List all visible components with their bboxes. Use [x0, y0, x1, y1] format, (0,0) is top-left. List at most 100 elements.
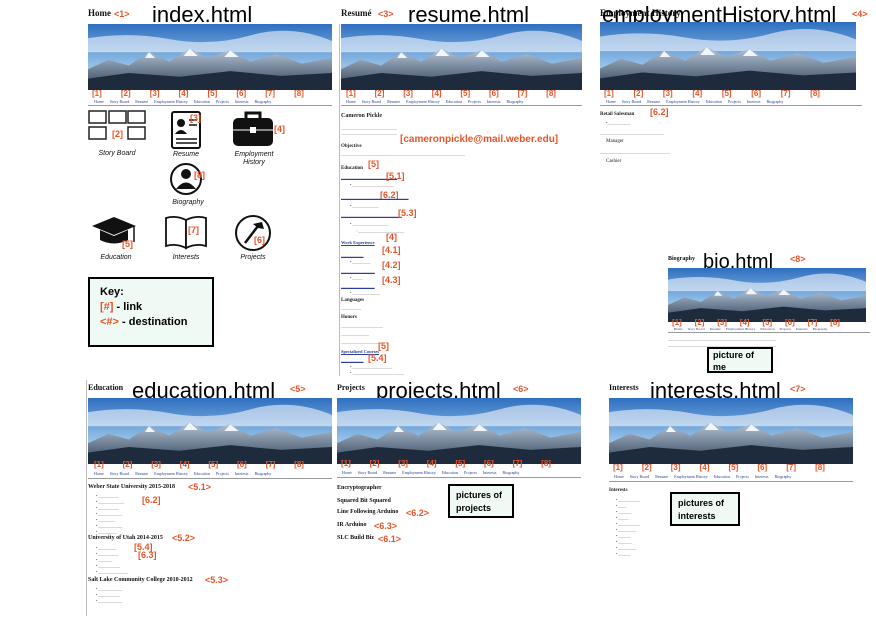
- briefcase-icon[interactable]: [232, 110, 274, 148]
- employment-filename: employmentHistory.html: [602, 2, 837, 27]
- projects-link-tag: [6]: [254, 235, 265, 245]
- interests-section-heading: Interests: [609, 488, 628, 493]
- key-dest-symbol: <#>: [100, 315, 119, 328]
- resume-page-heading: Resumé: [341, 8, 372, 18]
- resume-tag-4-2: [4.2]: [382, 260, 401, 270]
- resume-specialized-heading[interactable]: Specialized Courses: [341, 349, 380, 354]
- resume-tag-5b: [5]: [378, 341, 389, 351]
- storyboard-link-tag: [2]: [112, 129, 123, 139]
- storyboard-icon[interactable]: [88, 110, 146, 146]
- projects-tag-6-1: <6.1>: [378, 534, 402, 544]
- projects-nav-numbers: [1][2][3][4][5][6][7][8]: [341, 459, 551, 468]
- bio-nav-numbers: [1][2][3][4][5][6][7][8]: [672, 318, 840, 327]
- key-title: Key:: [100, 286, 124, 298]
- key-link-symbol: [#]: [100, 300, 114, 313]
- education-tag-5-2: <5.2>: [172, 533, 196, 543]
- storyboard-caption: Story Board: [98, 150, 136, 157]
- key-link-text: - link: [113, 300, 143, 313]
- projects-tag-6-2: <6.2>: [406, 508, 430, 518]
- education-school-3: Salt Lake Community College 2010-2012: [88, 577, 193, 583]
- biography-caption: Biography: [172, 199, 204, 206]
- resume-education-heading: Education: [341, 166, 363, 171]
- resume-dest-tag: <3>: [378, 9, 394, 19]
- employment-banner-image: [600, 22, 856, 90]
- education-banner-image: [88, 398, 332, 464]
- education-school-2: University of Utah 2014-2015: [88, 535, 163, 541]
- resume-tag-6-2: [6.2]: [380, 190, 399, 200]
- resume-person-name: Cameron Pickle: [341, 113, 383, 119]
- education-page-heading: Education: [88, 383, 124, 392]
- employment-tag-6-2: [6.2]: [650, 107, 669, 117]
- project-item-2: Squared Bit Squared: [337, 498, 391, 504]
- bio-filename: bio.html: [703, 251, 774, 273]
- projects-filename: projects.html: [376, 378, 501, 403]
- education-tag-5-1: <5.1>: [188, 482, 212, 492]
- education-caption: Education: [100, 254, 132, 261]
- index-dest-tag: <1>: [114, 9, 130, 19]
- index-nav-numbers: [1][2][3][4][5][6][7][8]: [92, 89, 304, 98]
- interests-banner-image: [609, 398, 853, 464]
- interests-caption: Interests: [172, 254, 200, 261]
- education-nav-numbers: [1][2][3][4][5][6][7][8]: [94, 460, 304, 469]
- education-link-tag: [5]: [122, 239, 133, 249]
- projects-tag-6-3: <6.3>: [374, 521, 398, 531]
- biography-icon[interactable]: [170, 162, 202, 196]
- bio-dest-tag: <8>: [790, 254, 806, 264]
- interests-dest-tag: <7>: [790, 384, 806, 394]
- resume-filename: resume.html: [408, 2, 530, 27]
- employment-dest-tag: <4>: [852, 9, 868, 19]
- employment-nav-numbers: [1][2][3][4][5][6][7][8]: [604, 89, 820, 98]
- project-item-5: SLC Build Biz: [337, 535, 375, 541]
- resume-caption: Resume: [172, 151, 200, 158]
- resume-icon[interactable]: [170, 110, 202, 150]
- resume-tag-4-3: [4.3]: [382, 275, 401, 285]
- employment-link-tag: [4]: [274, 124, 285, 134]
- bio-page-heading: Biography: [668, 256, 696, 262]
- employment-row-1: Retail Salesman: [600, 112, 635, 117]
- education-tag-5-4: [5.4]: [134, 542, 153, 552]
- biography-link-tag: [8]: [194, 170, 205, 180]
- project-item-4: IR Arduino: [337, 522, 367, 528]
- projects-banner-image: [337, 398, 581, 464]
- resume-objective-heading: Objective: [341, 144, 362, 149]
- resume-work-heading[interactable]: Work Experience: [341, 240, 375, 245]
- education-tag-6-2: [6.2]: [142, 495, 161, 505]
- resume-tag-5-4: [5.4]: [368, 353, 387, 363]
- resume-link-tag: [3]: [190, 113, 201, 123]
- employment-page-heading: Employment History: [600, 8, 681, 18]
- employment-row-3: Cashier: [606, 159, 622, 164]
- interests-filename: interests.html: [650, 378, 781, 403]
- book-icon[interactable]: [164, 214, 208, 250]
- education-dest-tag: <5>: [290, 384, 306, 394]
- graduation-cap-icon[interactable]: [90, 214, 138, 250]
- resume-honors-heading: Honors: [341, 315, 357, 320]
- resume-tag-4-1: [4.1]: [382, 245, 401, 255]
- project-item-1: Encryptographer: [337, 485, 382, 491]
- project-item-3: Line Following Arduino: [337, 509, 399, 515]
- resume-tag-5-3: [5.3]: [398, 208, 417, 218]
- education-tag-6-3: [6.3]: [138, 550, 157, 560]
- interests-page-heading: Interests: [609, 383, 639, 392]
- key-dest-text: - destination: [118, 315, 188, 328]
- employment-row-2: Manager: [606, 139, 624, 144]
- interests-nav-numbers: [1][2][3][4][5][6][7][8]: [613, 463, 825, 472]
- resume-email-link-tag: [cameronpickle@mail.weber.edu]: [400, 134, 559, 145]
- education-filename: education.html: [132, 378, 276, 403]
- hammer-icon[interactable]: [234, 214, 272, 252]
- education-school-1: Weber State University 2015-2018: [88, 484, 176, 490]
- index-filename: index.html: [152, 2, 253, 27]
- index-page-heading: Home: [88, 8, 111, 18]
- projects-caption: Projects: [240, 254, 266, 261]
- resume-nav-numbers: [1][2][3][4][5][6][7][8]: [346, 89, 556, 98]
- index-banner-image: [88, 24, 332, 90]
- legend-key-box: Key: [#] - link <#> - destination: [88, 277, 214, 347]
